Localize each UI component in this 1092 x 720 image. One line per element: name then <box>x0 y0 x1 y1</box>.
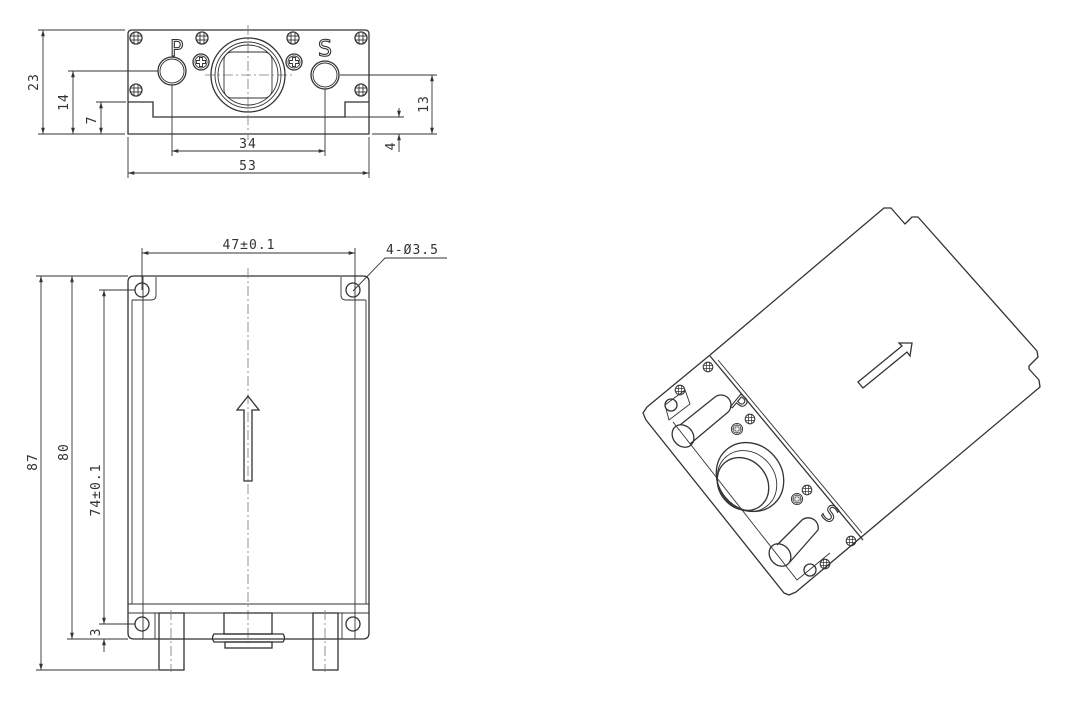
s-port-icon <box>310 60 340 90</box>
iso-center-fitting-icon <box>715 441 785 513</box>
iso-body-outline <box>642 207 1041 596</box>
dim-overall-length: 87 <box>26 453 41 471</box>
dim-overall-height: 23 <box>27 73 42 91</box>
center-fitting-icon <box>210 37 286 113</box>
pin-right <box>312 610 339 672</box>
dim-s-port-height: 13 <box>417 95 432 113</box>
top-view-step <box>128 101 369 118</box>
iso-mounting-hole-icon <box>664 398 817 577</box>
front-view-outline <box>127 275 370 640</box>
dim-p-port-height: 14 <box>57 93 72 111</box>
front-view: 47±0.1 4-Ø3.5 87 80 74±0.1 3 <box>26 238 447 672</box>
dim-body-length: 80 <box>57 443 72 461</box>
iso-p-port-label: P <box>725 390 751 418</box>
dimension-lines <box>36 248 447 671</box>
iso-flow-arrow-icon <box>857 342 913 389</box>
top-view: P S 23 14 7 13 4 34 <box>27 25 437 178</box>
p-port-label: P <box>170 37 183 62</box>
dim-hole-callout: 4-Ø3.5 <box>386 243 439 258</box>
dim-base-thickness: 4 <box>384 142 399 151</box>
dim-port-spacing: 34 <box>239 137 257 152</box>
s-port-label: S <box>318 37 332 62</box>
hole-callout-leader <box>352 257 447 292</box>
flow-arrow-icon <box>235 394 261 482</box>
dim-hole-spacing-x: 47±0.1 <box>223 238 276 253</box>
dim-hole-spacing-y: 74±0.1 <box>89 464 104 517</box>
iso-screw-icon <box>674 361 857 570</box>
center-fitting-icon <box>211 612 286 649</box>
dim-step-height: 7 <box>85 116 100 125</box>
iso-plate-edge <box>709 355 864 541</box>
dim-bottom-offset: 3 <box>89 628 104 637</box>
mounting-hole-icon <box>134 282 361 632</box>
pin-left <box>158 610 185 672</box>
isometric-view: P S <box>642 207 1041 596</box>
top-view-outline <box>127 29 370 135</box>
iso-p-port-icon <box>671 394 732 448</box>
dim-overall-width: 53 <box>239 159 257 174</box>
dimension-lines <box>38 29 437 178</box>
iso-s-port-icon <box>768 517 819 567</box>
